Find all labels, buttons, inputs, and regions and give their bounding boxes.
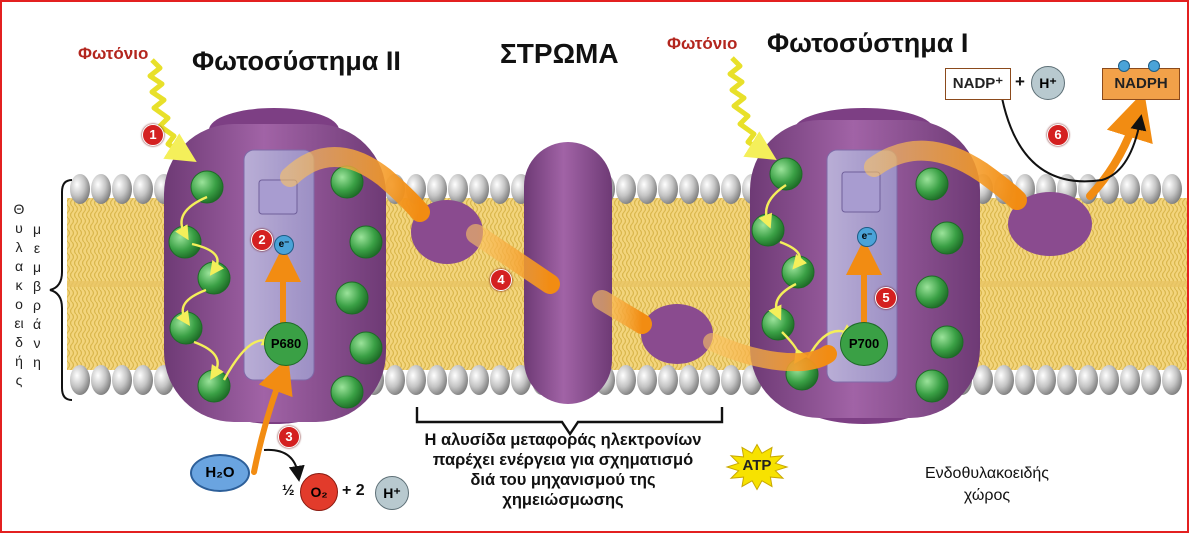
lipid-head <box>448 174 468 204</box>
lipid-head <box>616 365 636 395</box>
lipid-head <box>700 365 720 395</box>
half-fraction: ½ <box>282 482 295 499</box>
chlorophyll-sphere <box>170 312 202 344</box>
lipid-head <box>1120 174 1140 204</box>
chlorophyll-sphere <box>931 222 963 254</box>
lipid-head <box>679 174 699 204</box>
nadp-box: NADP⁺ <box>945 68 1011 100</box>
step-badge-1: 1 <box>142 124 164 146</box>
lipid-head <box>1141 365 1161 395</box>
nadp-reduction-arrow <box>1002 98 1140 181</box>
lipid-head <box>658 365 678 395</box>
lipid-head <box>1162 174 1182 204</box>
p700-reaction-center: P700 <box>840 322 888 366</box>
plastocyanin-carrier <box>641 304 713 364</box>
lipid-head <box>1078 365 1098 395</box>
nadph-box: NADPH <box>1102 68 1180 100</box>
lipid-head <box>1141 174 1161 204</box>
chain-caption-line2: παρέχει ενέργεια για σχηματισμό <box>380 450 746 470</box>
step-badge-2: 2 <box>251 229 273 251</box>
chlorophyll-sphere <box>916 276 948 308</box>
photosystem-ii-title: Φωτοσύστημα II <box>192 46 401 77</box>
lipid-head <box>1162 365 1182 395</box>
plus-sign: + <box>1015 72 1025 92</box>
lumen-label-line2: χώρος <box>892 486 1082 506</box>
photon-label-right: Φωτόνιο <box>667 34 737 54</box>
lipid-head <box>385 365 405 395</box>
lipid-head <box>700 174 720 204</box>
chlorophyll-sphere <box>331 376 363 408</box>
lipid-head <box>658 174 678 204</box>
chain-caption-line4: χημειώσμωσης <box>380 490 746 510</box>
lipid-head <box>637 174 657 204</box>
lipid-head <box>427 174 447 204</box>
atp-label: ATP <box>729 457 785 474</box>
step-badge-5: 5 <box>875 287 897 309</box>
lipid-head <box>616 174 636 204</box>
step-badge-6: 6 <box>1047 124 1069 146</box>
lipid-head <box>448 365 468 395</box>
lipid-head <box>490 365 510 395</box>
lipid-head <box>70 174 90 204</box>
lipid-head <box>133 174 153 204</box>
lipid-head <box>994 365 1014 395</box>
lumen-label-line1: Ενδοθυλακοειδής <box>892 464 1082 484</box>
p680-reaction-center: P680 <box>264 322 308 366</box>
lipid-head <box>112 365 132 395</box>
photon-label-left: Φωτόνιο <box>78 44 148 64</box>
lipid-head <box>112 174 132 204</box>
lipid-head <box>1015 365 1035 395</box>
chain-caption-line1: Η αλυσίδα μεταφοράς ηλεκτρονίων <box>380 430 746 450</box>
lipid-head <box>721 365 741 395</box>
lipid-head <box>637 365 657 395</box>
photosystem-i-title: Φωτοσύστημα I <box>767 28 968 59</box>
lipid-head <box>427 365 447 395</box>
step-badge-3: 3 <box>278 426 300 448</box>
nadph-electron-1 <box>1118 60 1130 72</box>
membrane-label-col1: Θυλακοειδής <box>12 200 26 390</box>
lipid-head <box>133 365 153 395</box>
water-split-arrow <box>264 450 298 474</box>
electron-psii: e⁻ <box>274 235 294 255</box>
lipid-head <box>469 365 489 395</box>
lipid-head <box>70 365 90 395</box>
lipid-head <box>721 174 741 204</box>
oxygen-molecule: O₂ <box>300 473 338 511</box>
nadph-electron-2 <box>1148 60 1160 72</box>
chlorophyll-sphere <box>169 226 201 258</box>
stroma-label: ΣΤΡΩΜΑ <box>500 38 619 70</box>
chlorophyll-sphere <box>931 326 963 358</box>
lipid-head <box>91 174 111 204</box>
membrane-label-col2: μεμβράνη <box>30 220 44 372</box>
chlorophyll-sphere <box>916 168 948 200</box>
chlorophyll-sphere <box>350 332 382 364</box>
lipid-head <box>1036 365 1056 395</box>
chlorophyll-sphere <box>198 370 230 402</box>
lipid-head <box>91 365 111 395</box>
water-molecule: H₂O <box>190 454 250 492</box>
chlorophyll-sphere <box>916 370 948 402</box>
step-badge-4: 4 <box>490 269 512 291</box>
proton-top: H⁺ <box>1031 66 1065 100</box>
lipid-head <box>679 365 699 395</box>
electron-psi: e⁻ <box>857 227 877 247</box>
chlorophyll-sphere <box>198 262 230 294</box>
chlorophyll-sphere <box>350 226 382 258</box>
lipid-head <box>490 174 510 204</box>
lipid-head <box>1057 365 1077 395</box>
lipid-head <box>469 174 489 204</box>
two-coefficient: + 2 <box>342 482 365 500</box>
lipid-head <box>1099 365 1119 395</box>
lipid-head <box>406 365 426 395</box>
chlorophyll-sphere <box>336 282 368 314</box>
chain-caption-line3: διά του μηχανισμού της <box>380 470 746 490</box>
lipid-head <box>1120 365 1140 395</box>
photon-wave-right <box>730 58 764 152</box>
